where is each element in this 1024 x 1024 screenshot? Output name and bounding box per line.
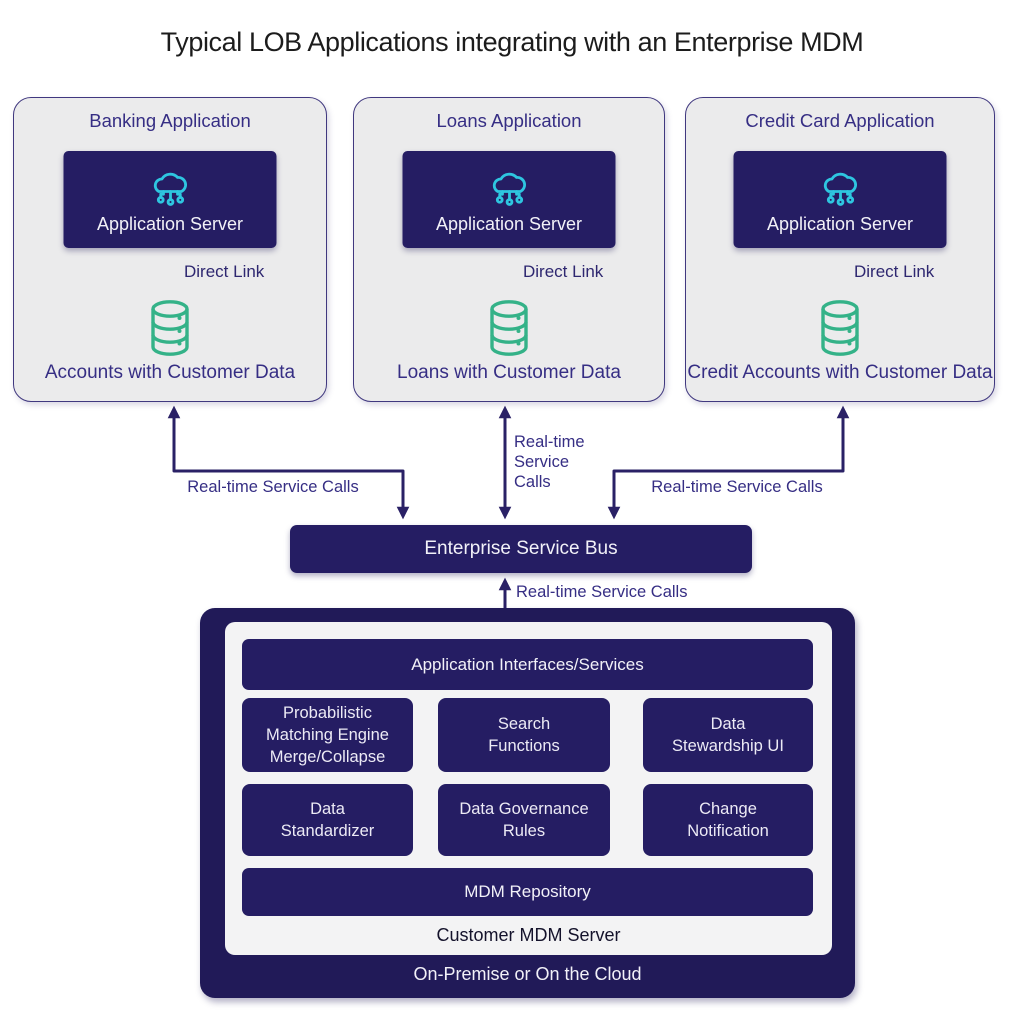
probabilistic-matching-engine-box: Probabilistic Matching Engine Merge/Coll… (242, 698, 413, 772)
realtime-calls-label-esb-mdm: Real-time Service Calls (516, 583, 688, 601)
banking-esb-arrow (167, 405, 410, 520)
card-title: Banking Application (89, 110, 251, 131)
database-icon (14, 299, 326, 357)
credit-card-application-card: Credit Card Application Application Serv… (685, 97, 995, 402)
database-icon (354, 299, 664, 357)
application-server-label: Application Server (96, 214, 244, 234)
data-store-label: Credit Accounts with Customer Data (687, 362, 993, 383)
customer-mdm-panel: Application Interfaces/Services Probabil… (225, 622, 832, 955)
realtime-calls-label-right: Real-time Service Calls (651, 478, 823, 496)
customer-mdm-server-label: Customer MDM Server (436, 925, 621, 945)
database-icon (686, 299, 994, 357)
application-server-box: Application Server (402, 151, 616, 248)
cloud-network-icon (145, 164, 195, 213)
realtime-calls-label-middle: Real-time Service Calls (514, 433, 585, 491)
cloud-network-icon (484, 164, 534, 213)
credit-esb-arrow (607, 405, 850, 520)
deployment-label: On-Premise or On the Cloud (413, 964, 642, 984)
cloud-network-icon (815, 164, 865, 213)
application-server-label: Application Server (766, 214, 914, 234)
data-store-label: Loans with Customer Data (397, 362, 621, 383)
enterprise-service-bus-label: Enterprise Service Bus (424, 538, 618, 559)
mdm-server-container: Application Interfaces/Services Probabil… (200, 608, 855, 998)
search-functions-box: Search Functions (438, 698, 610, 772)
change-notification-box: Change Notification (643, 784, 813, 856)
enterprise-service-bus-box: Enterprise Service Bus (290, 525, 752, 573)
direct-link-label: Direct Link (854, 262, 935, 281)
direct-link-label: Direct Link (184, 262, 265, 281)
banking-application-card: Banking Application Application Server D… (13, 97, 327, 402)
application-server-label: Application Server (435, 214, 583, 234)
realtime-calls-label-left: Real-time Service Calls (187, 478, 359, 496)
data-store-label: Accounts with Customer Data (44, 362, 296, 383)
data-standardizer-box: Data Standardizer (242, 784, 413, 856)
application-interfaces-box: Application Interfaces/Services (242, 639, 813, 690)
application-server-box: Application Server (63, 151, 277, 248)
diagram-title: Typical LOB Applications integrating wit… (160, 27, 864, 57)
mdm-repository-box: MDM Repository (242, 868, 813, 916)
application-server-box: Application Server (733, 151, 947, 248)
card-title: Credit Card Application (745, 110, 935, 131)
loans-application-card: Loans Application Application Server Dir… (353, 97, 665, 402)
data-governance-rules-box: Data Governance Rules (438, 784, 610, 856)
direct-link-label: Direct Link (523, 262, 604, 281)
card-title: Loans Application (436, 110, 582, 131)
data-stewardship-ui-box: Data Stewardship UI (643, 698, 813, 772)
